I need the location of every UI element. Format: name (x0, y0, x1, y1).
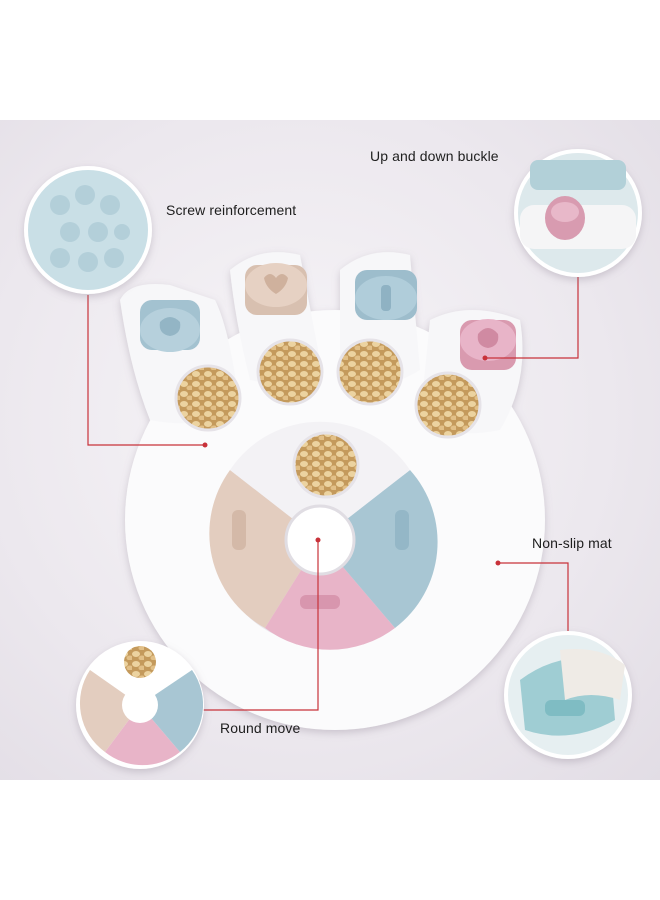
detail-nonslip-circle (504, 631, 632, 759)
detail-round-circle (76, 641, 204, 769)
callout-up-and-down-buckle: Up and down buckle (370, 148, 499, 164)
callout-round-move: Round move (220, 720, 301, 736)
callout-non-slip-mat: Non-slip mat (532, 535, 612, 551)
detail-screw-circle (24, 166, 152, 294)
callout-dots (202, 355, 501, 566)
callout-screw-reinforcement: Screw reinforcement (166, 202, 297, 218)
detail-buckle-circle (514, 149, 642, 277)
paw-sliders (140, 263, 516, 370)
callout-lines (87, 273, 579, 711)
